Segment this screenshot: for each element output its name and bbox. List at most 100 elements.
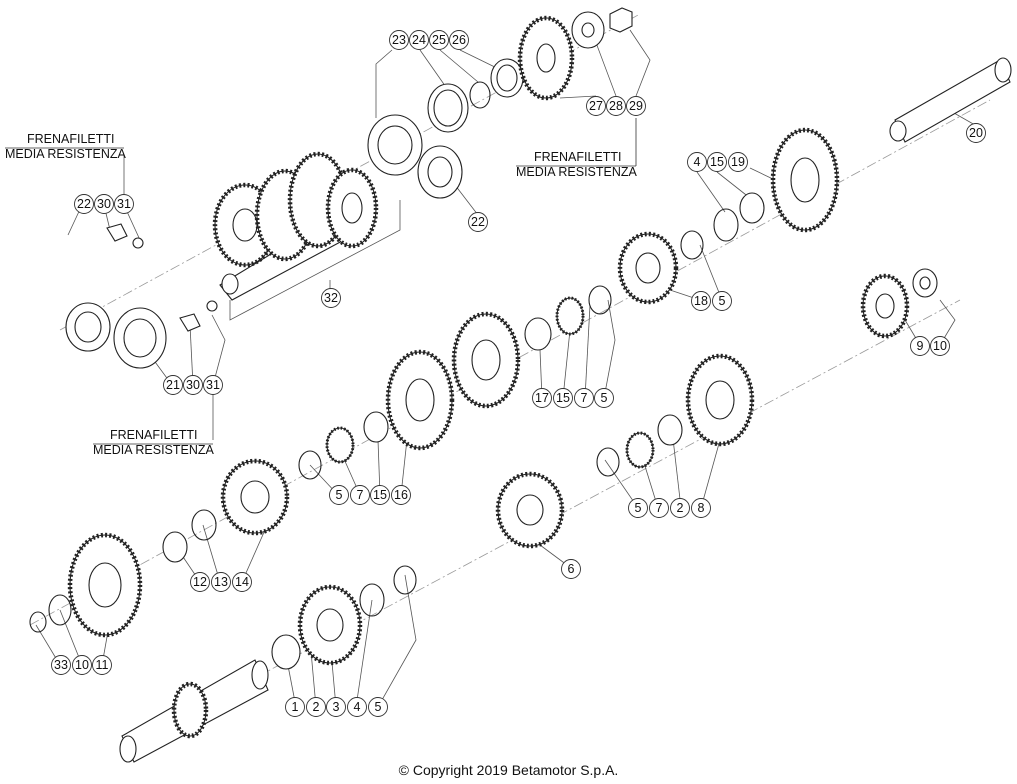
note-line1: FRENAFILETTI	[110, 428, 198, 442]
callout-17: 17	[532, 388, 552, 408]
svg-text:17: 17	[535, 391, 549, 405]
note-line2: MEDIA RESISTENZA	[5, 147, 127, 161]
svg-text:7: 7	[357, 488, 364, 502]
callout-32: 32	[321, 288, 341, 308]
output-shaft	[889, 57, 1012, 143]
svg-text:15: 15	[556, 391, 570, 405]
callout-10: 10	[930, 336, 950, 356]
callout-15: 15	[370, 485, 390, 505]
lower-row-gears	[271, 268, 938, 670]
callout-6: 6	[561, 559, 581, 579]
copyright-notice: © Copyright 2019 Betamotor S.p.A.	[398, 762, 619, 778]
callout-19: 19	[728, 152, 748, 172]
svg-text:26: 26	[452, 33, 466, 47]
svg-text:15: 15	[710, 155, 724, 169]
callout-5: 5	[329, 485, 349, 505]
svg-text:31: 31	[206, 378, 220, 392]
callout-14: 14	[232, 572, 252, 592]
svg-text:12: 12	[193, 575, 207, 589]
svg-text:22: 22	[471, 215, 485, 229]
callout-5: 5	[594, 388, 614, 408]
svg-text:6: 6	[568, 562, 575, 576]
svg-text:20: 20	[969, 126, 983, 140]
svg-text:4: 4	[694, 155, 701, 169]
callouts: 23 24 25 26 27 28 29 20 4 15 19 22 30 31…	[51, 30, 986, 717]
svg-text:1: 1	[292, 700, 299, 714]
callout-7: 7	[350, 485, 370, 505]
svg-text:4: 4	[354, 700, 361, 714]
callout-28: 28	[606, 96, 626, 116]
svg-text:33: 33	[54, 658, 68, 672]
svg-text:22: 22	[77, 197, 91, 211]
svg-text:23: 23	[392, 33, 406, 47]
note-line1: FRENAFILETTI	[534, 150, 622, 164]
svg-text:11: 11	[96, 658, 109, 672]
svg-text:5: 5	[719, 294, 726, 308]
input-shaft	[119, 659, 269, 763]
callout-11: 11	[92, 655, 112, 675]
svg-text:29: 29	[629, 99, 643, 113]
callout-24: 24	[409, 30, 429, 50]
callout-21: 21	[163, 375, 183, 395]
svg-text:25: 25	[432, 33, 446, 47]
svg-text:15: 15	[373, 488, 387, 502]
svg-text:27: 27	[589, 99, 603, 113]
svg-text:2: 2	[677, 501, 684, 515]
svg-text:9: 9	[917, 339, 924, 353]
svg-text:5: 5	[375, 700, 382, 714]
callout-5: 5	[628, 498, 648, 518]
callout-30: 30	[183, 375, 203, 395]
callout-30: 30	[94, 194, 114, 214]
callout-22: 22	[74, 194, 94, 214]
callout-15: 15	[553, 388, 573, 408]
note-line2: MEDIA RESISTENZA	[516, 165, 638, 179]
svg-text:2: 2	[313, 700, 320, 714]
callout-9: 9	[910, 336, 930, 356]
thread-locker-note-left: FRENAFILETTI MEDIA RESISTENZA	[5, 132, 127, 161]
top-bearings-and-sprocket	[367, 7, 633, 199]
callout-29: 29	[626, 96, 646, 116]
callout-23: 23	[389, 30, 409, 50]
callout-31: 31	[114, 194, 134, 214]
callout-1: 1	[285, 697, 305, 717]
svg-text:3: 3	[333, 700, 340, 714]
svg-text:19: 19	[731, 155, 745, 169]
callout-4: 4	[687, 152, 707, 172]
callout-33: 33	[51, 655, 71, 675]
callout-7: 7	[574, 388, 594, 408]
callout-25: 25	[429, 30, 449, 50]
callout-5: 5	[712, 291, 732, 311]
svg-text:24: 24	[412, 33, 426, 47]
thread-locker-note-middle: FRENAFILETTI MEDIA RESISTENZA	[93, 428, 215, 457]
note-line2: MEDIA RESISTENZA	[93, 443, 215, 457]
callout-3: 3	[326, 697, 346, 717]
svg-text:5: 5	[336, 488, 343, 502]
callout-31: 31	[203, 375, 223, 395]
svg-text:31: 31	[117, 197, 131, 211]
callout-2: 2	[670, 498, 690, 518]
callout-27: 27	[586, 96, 606, 116]
svg-text:30: 30	[186, 378, 200, 392]
svg-text:21: 21	[166, 378, 180, 392]
svg-text:18: 18	[694, 294, 708, 308]
svg-text:5: 5	[601, 391, 608, 405]
callout-5: 5	[368, 697, 388, 717]
svg-text:30: 30	[97, 197, 111, 211]
svg-text:13: 13	[214, 575, 228, 589]
svg-text:28: 28	[609, 99, 623, 113]
svg-text:10: 10	[933, 339, 947, 353]
callout-13: 13	[211, 572, 231, 592]
callout-16: 16	[391, 485, 411, 505]
note-line1: FRENAFILETTI	[27, 132, 115, 146]
svg-text:5: 5	[635, 501, 642, 515]
callout-10: 10	[72, 655, 92, 675]
callout-7: 7	[649, 498, 669, 518]
callout-12: 12	[190, 572, 210, 592]
svg-text:16: 16	[394, 488, 408, 502]
callout-8: 8	[691, 498, 711, 518]
svg-text:7: 7	[581, 391, 588, 405]
callout-22: 22	[468, 212, 488, 232]
callout-4: 4	[347, 697, 367, 717]
callout-18: 18	[691, 291, 711, 311]
